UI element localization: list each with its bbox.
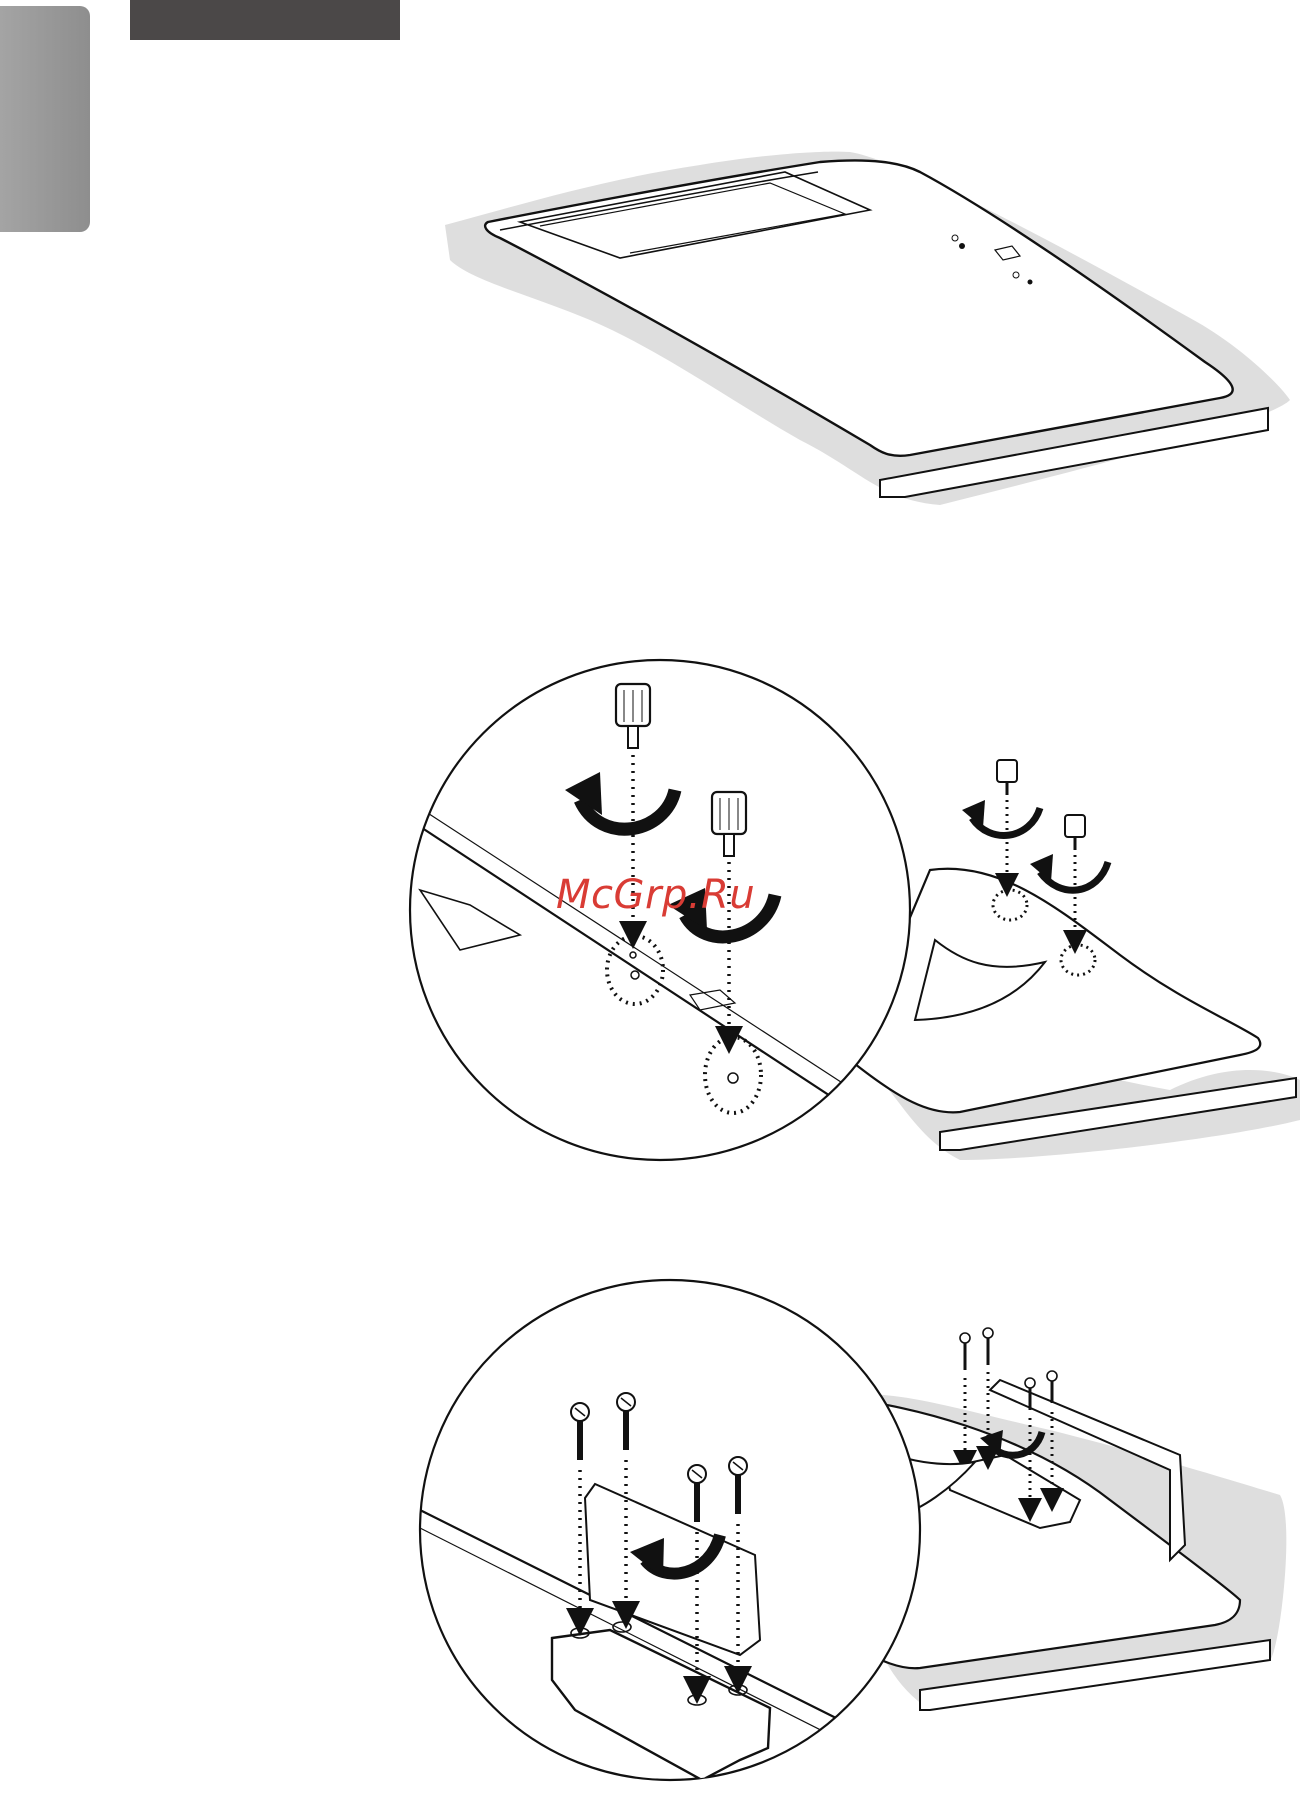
small-screw [960, 1333, 970, 1370]
tv-back-panel [850, 869, 1260, 1113]
screw-hole [1028, 280, 1033, 285]
small-thumb-screw [1065, 815, 1085, 850]
small-screw [1047, 1371, 1057, 1403]
small-thumb-screw [997, 760, 1017, 795]
figure-remove-screws [410, 660, 1300, 1160]
figure-attach-stand [420, 1280, 1286, 1780]
small-screw [983, 1328, 993, 1365]
screw-hole [959, 243, 965, 249]
figure-tv-face-down [445, 152, 1290, 505]
watermark-text: McGrp.Ru [556, 872, 755, 918]
